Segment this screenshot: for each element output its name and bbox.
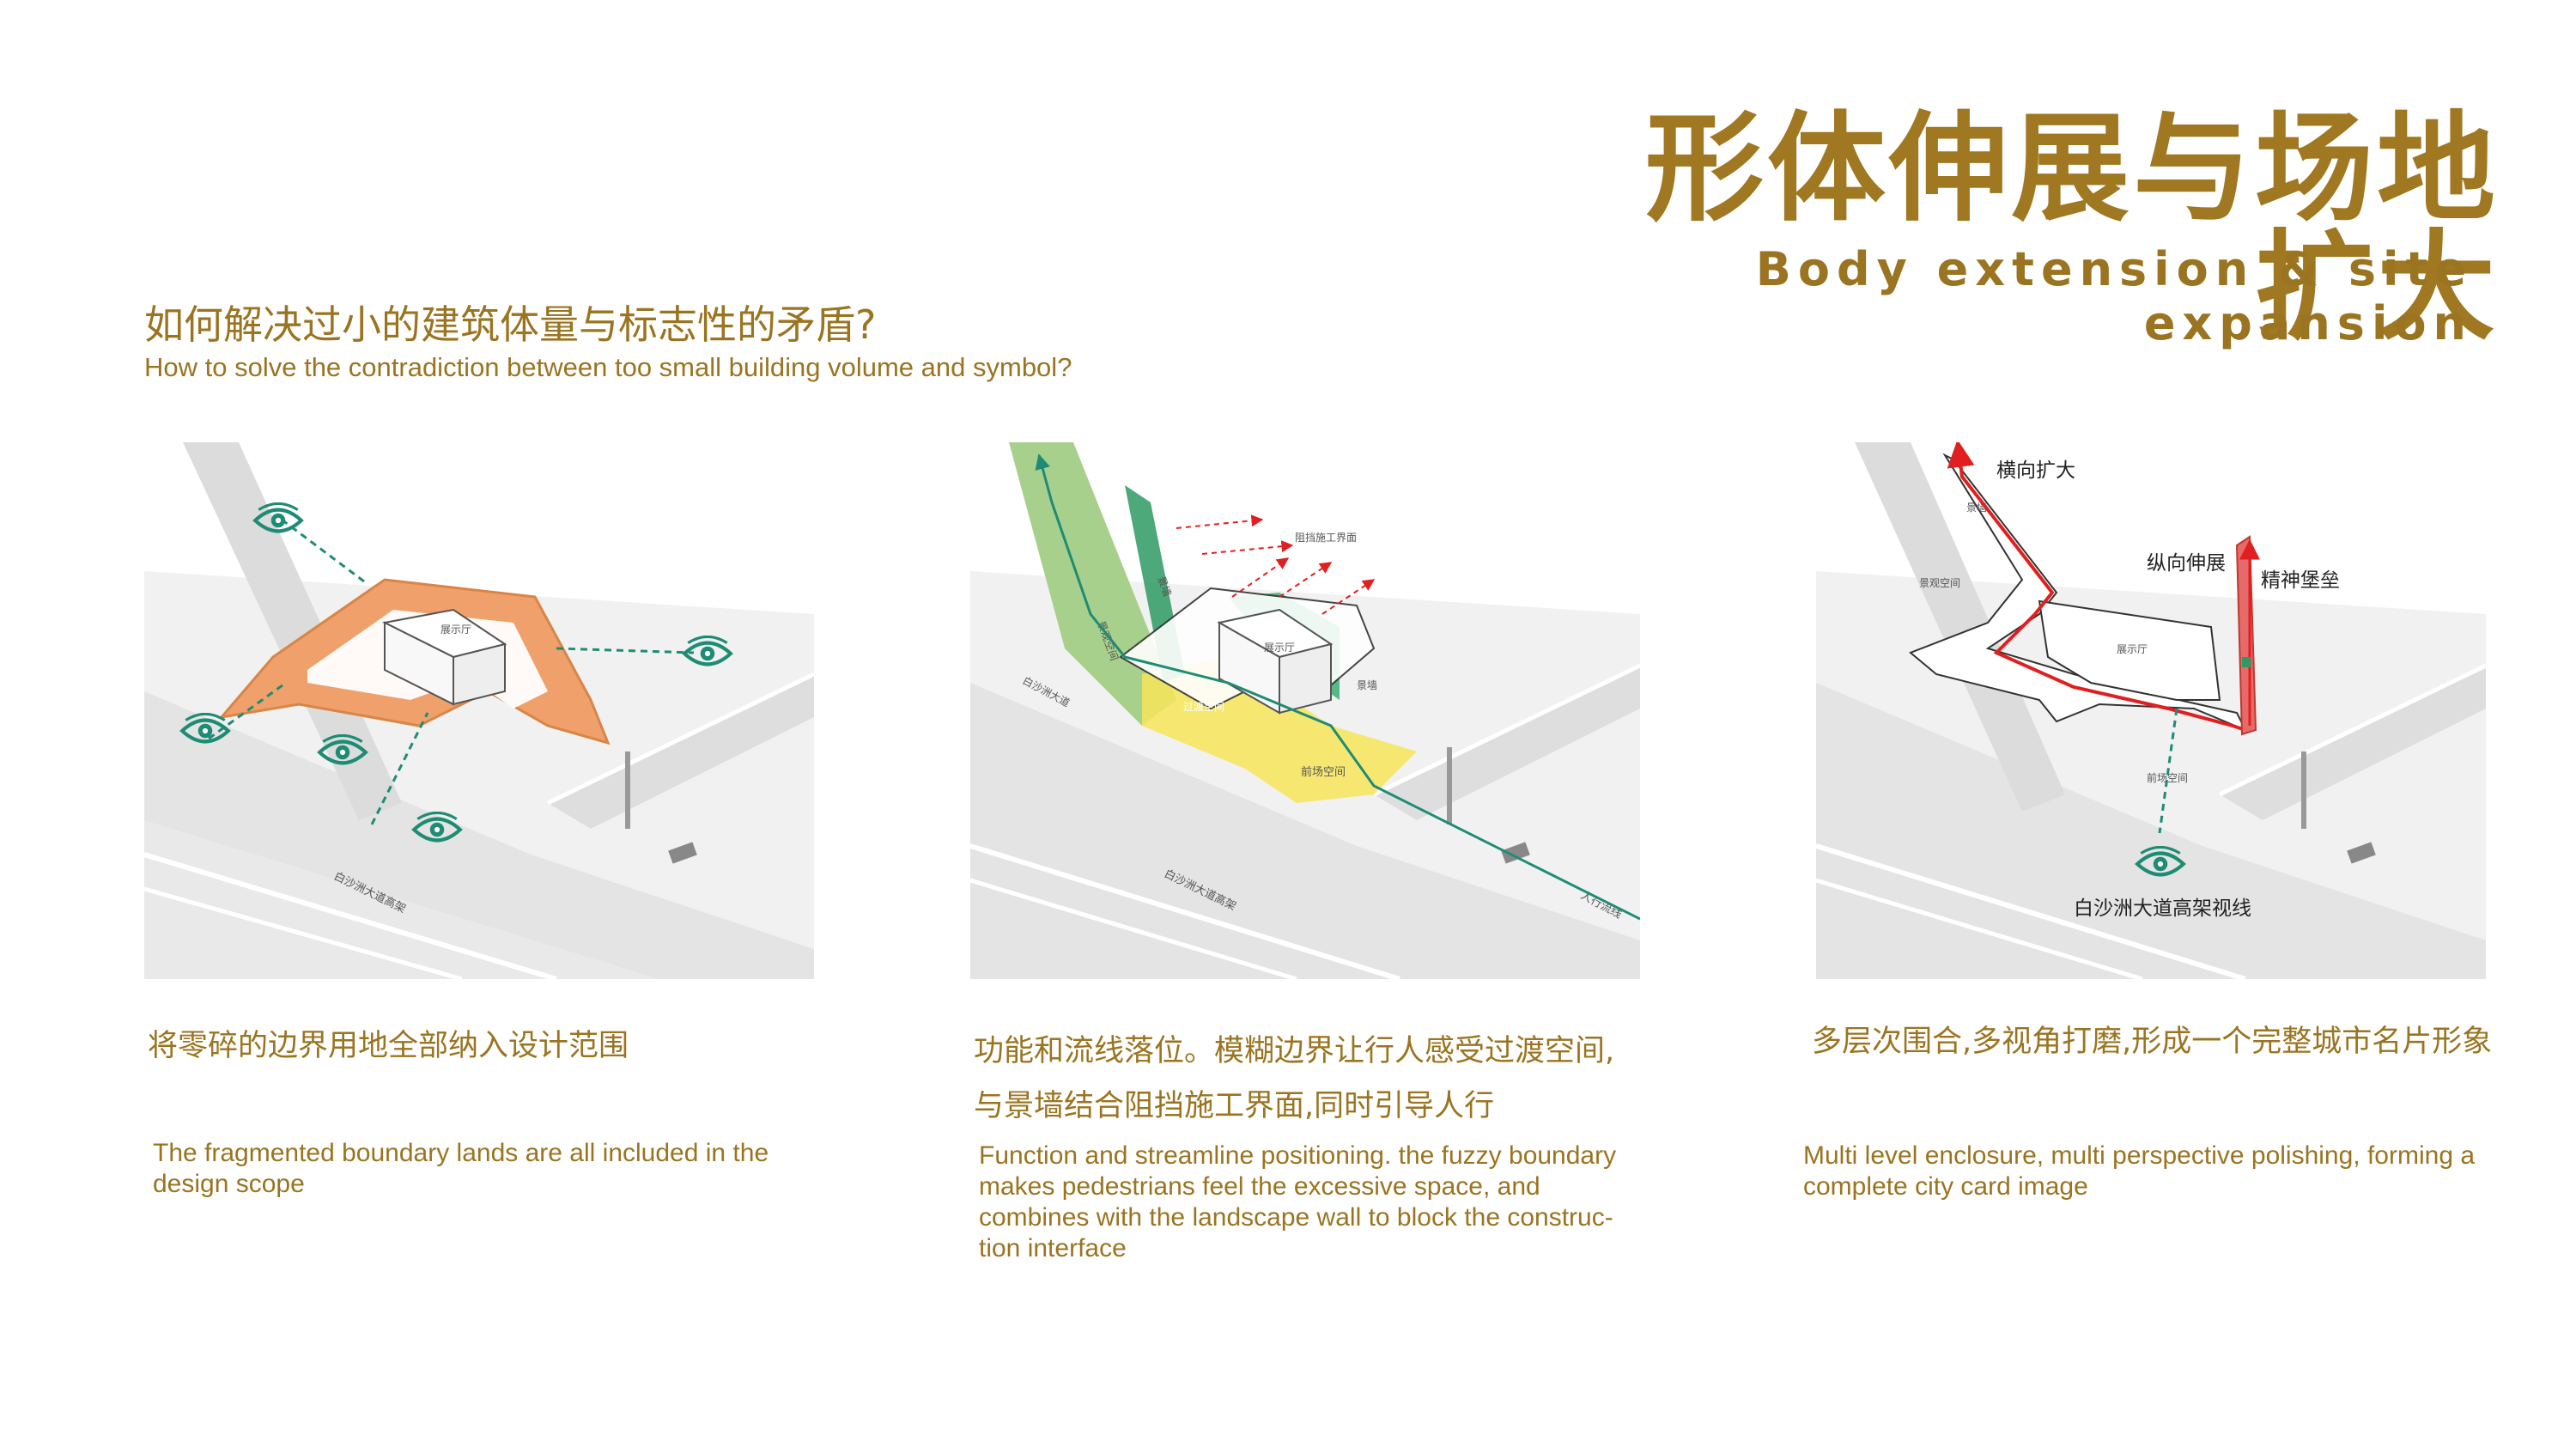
caption-2-line-2: 与景墙结合阻挡施工界面,同时引导人行 [974, 1089, 1495, 1123]
diagram-function-flow: 展示厅 景墙 景墙 景观空间 前场空间 过渡空间 阻挡施工界面 白沙洲大道 白沙… [970, 442, 1640, 979]
caption-1-line-1: 将零碎的边界用地全部纳入设计范围 [148, 1029, 629, 1063]
sightline [2158, 708, 2178, 834]
front-space-label: 前场空间 [2147, 771, 2188, 784]
site-plan-2: 展示厅 景墙 景墙 景观空间 前场空间 过渡空间 阻挡施工界面 白沙洲大道 白沙… [970, 442, 1640, 979]
hall-label: 展示厅 [1264, 642, 1295, 654]
question-chinese: 如何解决过小的建筑体量与标志性的矛盾? [144, 301, 877, 348]
view-space-label: 景观空间 [1919, 577, 1960, 589]
pedestrian-flow-line [1035, 453, 1640, 921]
caption-1-english: The fragmented boundary lands are all in… [153, 1139, 769, 1198]
site-plan-1: 展示厅 白沙洲大道高架 [144, 442, 814, 979]
page-title: 形体伸展与场地扩大 [1644, 100, 2499, 356]
vertical-extend-label: 纵向伸展 [2147, 552, 2226, 575]
scene-wall-label-right: 景墙 [1357, 679, 1377, 691]
transition-label: 过渡空间 [1183, 700, 1224, 713]
hall-label: 展示厅 [2117, 643, 2148, 655]
caption-3-english: Multi level enclosure, multi perspective… [1803, 1141, 2476, 1201]
site-plan-3: 展示厅 景墙 景观空间 前场空间 横向扩大 纵向伸展 精神堡垒 白沙洲大道高架视… [1816, 442, 2486, 979]
caption-2-english: Function and streamline positioning. the… [979, 1141, 1617, 1262]
caption-3-line-1: 多层次围合,多视角打磨,形成一个完整城市名片形象 [1812, 1025, 2493, 1059]
diagram-city-image: 展示厅 景墙 景观空间 前场空间 横向扩大 纵向伸展 精神堡垒 白沙洲大道高架视… [1816, 442, 2486, 979]
page-subtitle: Body extension & site expansion [1755, 242, 2473, 350]
sightline-label: 白沙洲大道高架视线 [2074, 897, 2251, 920]
caption-3-chinese: 多层次围合,多视角打磨,形成一个完整城市名片形象 [1812, 1024, 2516, 1060]
question-english: How to solve the contradiction between t… [144, 352, 1072, 382]
diagram-boundary-inclusion: 展示厅 白沙洲大道高架 [144, 442, 814, 979]
block-face-label: 阻挡施工界面 [1295, 532, 1357, 544]
caption-2-chinese: 功能和流线落位。模糊边界让行人感受过渡空间, 与景墙结合阻挡施工界面,同时引导人… [974, 1024, 1678, 1134]
horizontal-extension-path [1947, 442, 2246, 732]
front-space-label: 前场空间 [1301, 765, 1346, 779]
caption-2-line-1: 功能和流线落位。模糊边界让行人感受过渡空间, [974, 1034, 1615, 1068]
spirit-tower-label: 精神堡垒 [2261, 569, 2340, 592]
hall-label: 展示厅 [440, 624, 471, 636]
caption-1-chinese: 将零碎的边界用地全部纳入设计范围 [148, 1019, 835, 1074]
horizontal-expand-label: 横向扩大 [1996, 459, 2075, 482]
